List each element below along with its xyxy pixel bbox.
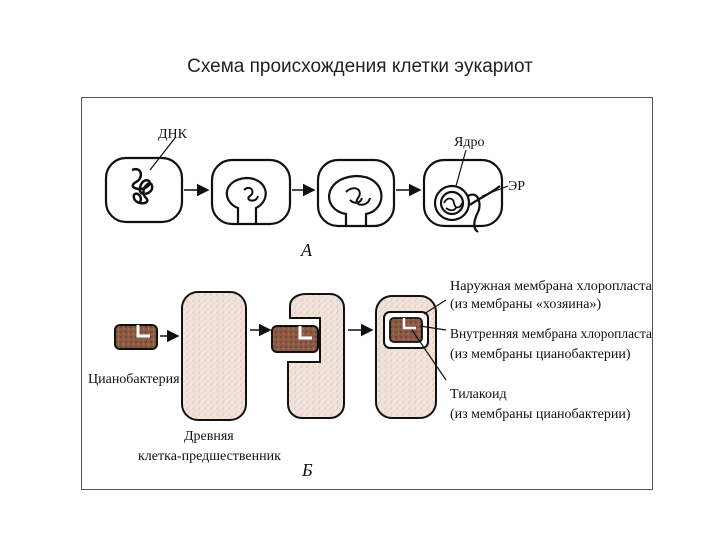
invagination-a3 xyxy=(328,174,383,226)
panel-a xyxy=(104,156,504,233)
leaders-b xyxy=(411,299,447,381)
label-cyanobacterium: Цианобактерия xyxy=(88,372,180,387)
chloroplast-inner-membrane xyxy=(389,317,423,343)
label-er: ЭР xyxy=(508,179,525,194)
cell-a3 xyxy=(316,158,396,228)
label-thylakoid-2: (из мембраны цианобактерии) xyxy=(450,407,631,422)
dna-coil-a4 xyxy=(443,197,463,212)
label-nucleus: Ядро xyxy=(454,135,484,150)
leaders-a xyxy=(149,137,509,197)
panel-a-letter: А xyxy=(300,240,313,260)
panel-b-letter: Б xyxy=(301,460,313,480)
dna-coil-a3 xyxy=(345,187,371,206)
engulfing-cell xyxy=(271,293,345,419)
final-cell xyxy=(375,295,437,419)
label-outer-membrane-1: Наружная мембрана хлоропласта xyxy=(450,279,653,294)
label-outer-membrane-2: (из мембраны «хозяина») xyxy=(450,297,601,312)
dna-coil-a2 xyxy=(243,186,259,202)
er-strand xyxy=(467,185,501,233)
invagination-a2 xyxy=(225,176,267,224)
cell-a1 xyxy=(104,156,184,224)
cyanobacterium xyxy=(114,324,158,350)
diagram-frame xyxy=(81,97,653,490)
label-ancient-cell-1: Древняя xyxy=(184,429,234,444)
label-ancient-cell-2: клетка-предшественник xyxy=(138,449,281,464)
thylakoid xyxy=(402,318,416,330)
label-dna: ДНК xyxy=(158,127,188,142)
label-thylakoid-1: Тилакоид xyxy=(450,387,507,402)
dna-coil-icon xyxy=(131,167,154,205)
ancient-cell xyxy=(181,291,247,421)
slide-title: Схема происхождения клетки эукариот xyxy=(187,56,533,77)
label-inner-membrane-2: (из мембраны цианобактерии) xyxy=(450,347,631,362)
cell-a2 xyxy=(210,158,292,226)
label-inner-membrane-1: Внутренняя мембрана хлоропласта xyxy=(450,327,653,342)
nucleus-outer xyxy=(433,184,471,222)
nucleus-inner xyxy=(439,190,465,216)
